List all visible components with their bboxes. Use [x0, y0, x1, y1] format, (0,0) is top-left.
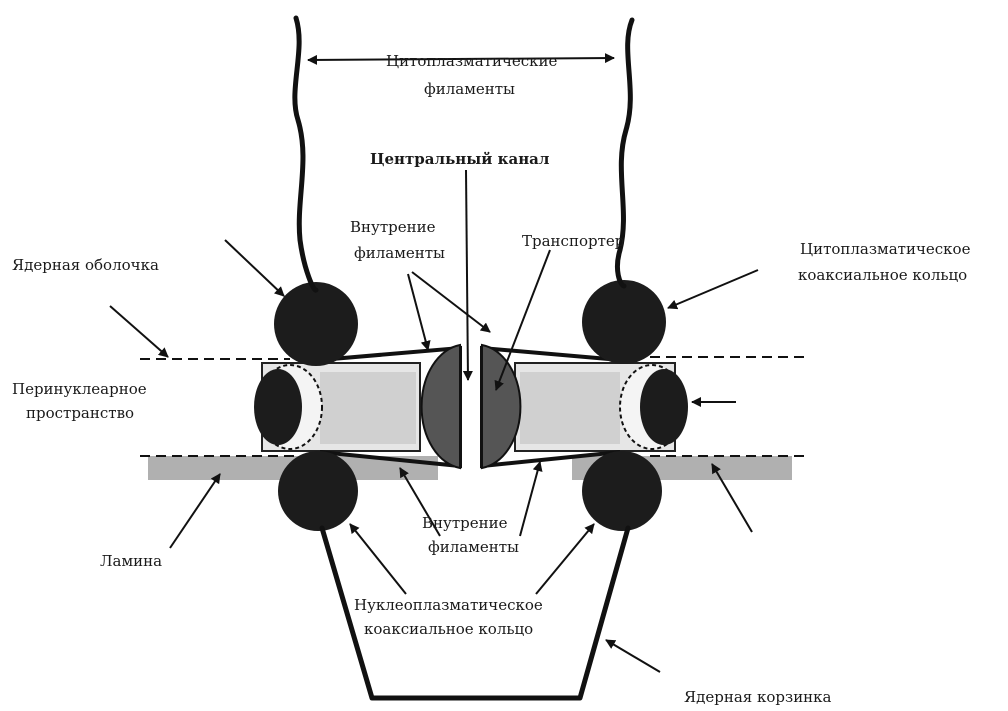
nucleo-ring-left	[278, 451, 358, 531]
arrow-nucleo-ring-left	[350, 524, 406, 594]
label-cyto-coaxial-ring-1: Цитоплазматическое	[800, 240, 971, 258]
arrow-nuclear-envelope	[110, 306, 168, 357]
arrow-to-cyto-ring-left	[225, 240, 284, 296]
lumenal-ring-right	[640, 369, 688, 445]
cyto-ring-left	[274, 282, 358, 366]
label-nucleo-coaxial-ring-2: коаксиальное кольцо	[364, 620, 533, 638]
label-inner-filaments-top-2: филаменты	[354, 244, 445, 262]
arrow-inner-filaments-top-left	[408, 274, 428, 350]
label-inner-filaments-top-1: Внутрение	[350, 218, 436, 236]
nucleo-ring-right	[582, 451, 662, 531]
label-cyto-filaments-1: Цитоплазматические	[386, 52, 558, 70]
label-perinuclear-space-1: Перинуклеарное	[12, 380, 147, 398]
spoke-right-inner	[520, 372, 620, 444]
label-perinuclear-space-2: пространство	[26, 404, 134, 422]
cyto-ring-right	[582, 280, 666, 364]
label-lamina: Ламина	[100, 552, 162, 570]
arrow-inner-filaments-top-right	[412, 272, 490, 332]
label-transporter: Транспортер	[522, 232, 624, 250]
transporter-left	[422, 345, 460, 468]
label-central-channel: Центральный канал	[370, 150, 550, 168]
label-cyto-coaxial-ring-2: коаксиальное кольцо	[798, 266, 967, 284]
arrow-inner-filaments-bottom-right	[520, 462, 540, 536]
label-nucleo-coaxial-ring-1: Нуклеоплазматическое	[354, 596, 543, 614]
cyto-filament-left	[295, 18, 316, 290]
arrow-nucleo-ring-right	[536, 524, 594, 594]
label-nuclear-basket: Ядерная корзинка	[684, 688, 832, 706]
label-inner-filaments-bottom-2: филаменты	[428, 538, 519, 556]
label-cyto-filaments-2: филаменты	[424, 80, 515, 98]
arrow-cyto-coaxial-ring	[668, 270, 758, 308]
spoke-left-inner	[320, 372, 416, 444]
central-channel-arrow	[466, 170, 468, 380]
arrow-lamina	[170, 474, 220, 548]
label-inner-filaments-bottom-1: Внутрение	[422, 514, 508, 532]
lumenal-ring-left	[254, 369, 302, 445]
label-nuclear-envelope: Ядерная оболочка	[12, 256, 159, 274]
arrow-nuclear-basket	[606, 640, 660, 672]
